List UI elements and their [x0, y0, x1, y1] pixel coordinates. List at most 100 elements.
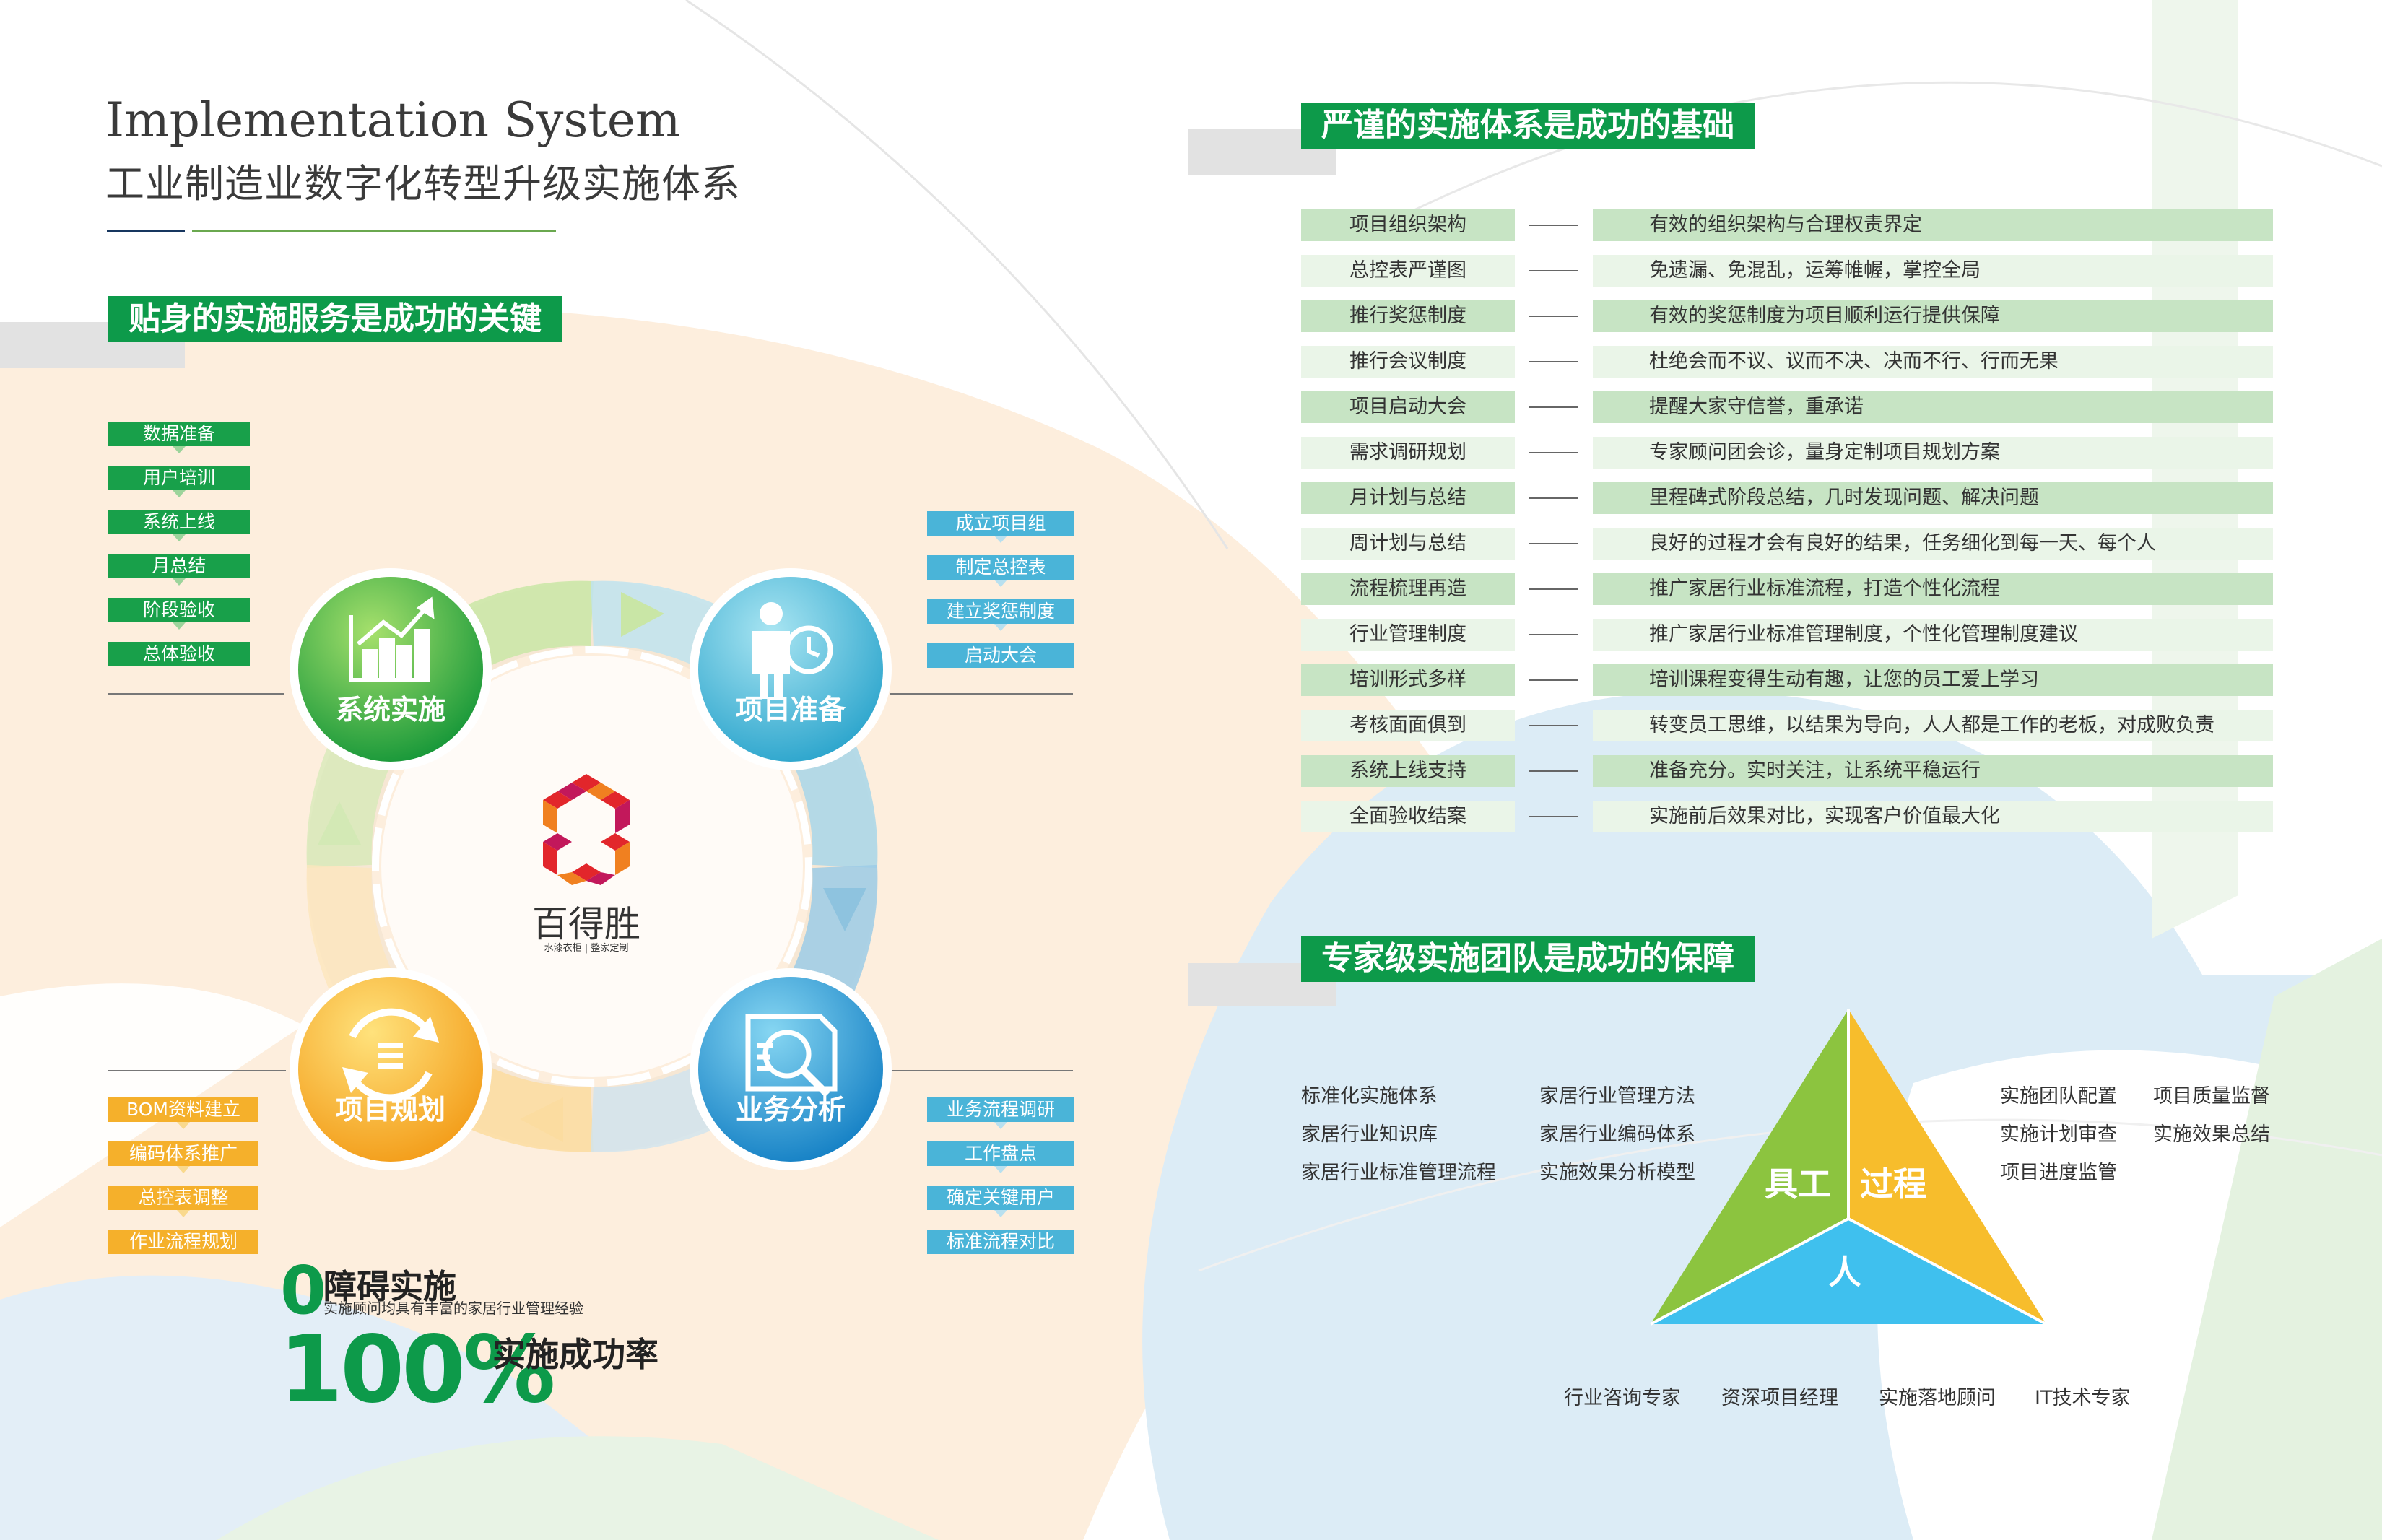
row-description: 杜绝会而不议、议而不决、决而不行、行而无果	[1593, 345, 2273, 378]
row-description: 实施前后效果对比，实现客户价值最大化	[1593, 800, 2273, 832]
table-row: 月计划与总结 里程碑式阶段总结，几时发现问题、解决问题	[1301, 475, 2273, 521]
node-prepare-label: 项目准备	[735, 694, 846, 726]
process-item: 实施团队配置	[2000, 1085, 2117, 1108]
tag-standard-compare: 标准流程对比	[927, 1230, 1074, 1254]
row-label: 全面验收结案	[1301, 800, 1515, 832]
row-description: 良好的过程才会有良好的结果，任务细化到每一天、每个人	[1593, 527, 2273, 560]
tool-item: 家居行业编码体系	[1539, 1123, 1695, 1146]
row-description: 里程碑式阶段总结，几时发现问题、解决问题	[1593, 482, 2273, 514]
row-label: 行业管理制度	[1301, 618, 1515, 651]
table-row: 推行奖惩制度 有效的奖惩制度为项目顺利运行提供保障	[1301, 293, 2273, 339]
blue-tag-list-bottom: 业务流程调研 工作盘点 确定关键用户 标准流程对比	[927, 1097, 1074, 1254]
row-description: 有效的组织架构与合理权责界定	[1593, 209, 2273, 241]
row-description: 推广家居行业标准流程，打造个性化流程	[1593, 573, 2273, 605]
row-connector	[1529, 224, 1578, 226]
refresh-icon	[342, 1008, 439, 1102]
table-row: 系统上线支持 准备充分。实时关注，让系统平稳运行	[1301, 748, 2273, 793]
tag-arrow	[177, 1122, 190, 1129]
table-row: 培训形式多样 培训课程变得生动有趣，让您的员工爱上学习	[1301, 657, 2273, 702]
row-description: 免遗漏、免混乱，运筹帷幄，掌控全局	[1593, 254, 2273, 287]
process-column-2: 项目质量监督 实施效果总结	[2153, 1080, 2270, 1157]
bar-chart-icon	[349, 596, 435, 682]
tag-arrow	[994, 536, 1007, 543]
brand-logo-name: 百得胜	[532, 903, 640, 945]
row-connector	[1529, 633, 1578, 635]
row-label: 项目组织架构	[1301, 209, 1515, 241]
row-connector	[1529, 815, 1578, 817]
stat-rate-number: 100%	[279, 1316, 555, 1424]
tag-process-research: 业务流程调研	[927, 1097, 1074, 1122]
divider-line	[108, 1070, 286, 1071]
process-item: 实施计划审查	[2000, 1123, 2117, 1146]
people-row: 行业咨询专家 资深项目经理 实施落地顾问 IT技术专家	[1564, 1382, 2136, 1410]
row-connector	[1529, 497, 1578, 499]
tag-arrow	[994, 1122, 1007, 1129]
process-item: 项目进度监管	[2000, 1162, 2117, 1184]
tag-workflow-plan: 作业流程规划	[108, 1230, 258, 1254]
people-item: IT技术专家	[2035, 1387, 2131, 1409]
table-row: 需求调研规划 专家顾问团会诊，量身定制项目规划方案	[1301, 430, 2273, 475]
row-description: 培训课程变得生动有趣，让您的员工爱上学习	[1593, 664, 2273, 696]
row-description: 有效的奖惩制度为项目顺利运行提供保障	[1593, 300, 2273, 332]
tag-work-inventory: 工作盘点	[927, 1141, 1074, 1166]
row-label: 培训形式多样	[1301, 664, 1515, 696]
title-chinese: 工业制造业数字化转型升级实施体系	[105, 161, 741, 206]
row-label: 周计划与总结	[1301, 527, 1515, 560]
stat-zero-subtitle: 实施顾问均具有丰富的家居行业管理经验	[323, 1300, 583, 1317]
row-connector	[1529, 269, 1578, 271]
tag-stage-acceptance: 阶段验收	[108, 598, 250, 622]
row-description: 推广家居行业标准管理制度，个性化管理制度建议	[1593, 618, 2273, 651]
banner-system-basis: 严谨的实施体系是成功的基础	[1301, 103, 1755, 149]
row-label: 项目启动大会	[1301, 391, 1515, 423]
process-item: 实施效果总结	[2153, 1123, 2270, 1146]
process-column-1: 实施团队配置 实施计划审查 项目进度监管	[2000, 1080, 2117, 1195]
banner-service-key: 贴身的实施服务是成功的关键	[108, 296, 562, 342]
tag-monthly-summary: 月总结	[108, 554, 250, 578]
table-row: 考核面面俱到 转变员工思维，以结果为导向，人人都是工作的老板，对成败负责	[1301, 702, 2273, 748]
banner-expert-team: 专家级实施团队是成功的保障	[1301, 936, 1755, 982]
blue-tag-list-top: 成立项目组 制定总控表 建立奖惩制度 启动大会	[927, 511, 1074, 668]
tool-item: 家居行业标准管理流程	[1301, 1162, 1496, 1184]
node-plan-circle	[290, 968, 492, 1170]
stat-zero-number: 0	[280, 1252, 327, 1329]
tag-arrow	[173, 446, 186, 453]
node-analysis-label: 业务分析	[735, 1094, 846, 1126]
people-item: 行业咨询专家	[1564, 1387, 1681, 1409]
row-label: 系统上线支持	[1301, 754, 1515, 787]
tool-item: 标准化实施体系	[1301, 1085, 1438, 1108]
tag-system-online: 系统上线	[108, 510, 250, 534]
tag-arrow	[994, 580, 1007, 587]
node-system-label: 系统实施	[335, 694, 445, 726]
node-system-circle	[290, 568, 492, 770]
tool-item: 家居行业知识库	[1301, 1123, 1438, 1146]
row-label: 流程梳理再造	[1301, 573, 1515, 605]
tag-arrow	[994, 624, 1007, 631]
row-connector	[1529, 679, 1578, 681]
tool-item: 实施效果分析模型	[1539, 1162, 1695, 1184]
yellow-tag-list: BOM资料建立 编码体系推广 总控表调整 作业流程规划	[108, 1097, 258, 1254]
divider-line	[890, 1070, 1073, 1071]
row-description: 准备充分。实时关注，让系统平稳运行	[1593, 754, 2273, 787]
brand-logo-tagline: 水漆衣柜 | 整家定制	[544, 943, 629, 954]
row-label: 月计划与总结	[1301, 482, 1515, 514]
tag-control-adjust: 总控表调整	[108, 1186, 258, 1210]
tag-key-users: 确定关键用户	[927, 1186, 1074, 1210]
triangle-diagram	[1650, 1009, 2047, 1326]
table-row: 项目启动大会 提醒大家守信誉，重承诺	[1301, 384, 2273, 430]
tag-user-training: 用户培训	[108, 466, 250, 490]
row-description: 转变员工思维，以结果为导向，人人都是工作的老板，对成败负责	[1593, 709, 2273, 741]
table-row: 总控表严谨图 免遗漏、免混乱，运筹帷幄，掌控全局	[1301, 248, 2273, 293]
tag-bom-setup: BOM资料建立	[108, 1097, 258, 1122]
table-row: 项目组织架构 有效的组织架构与合理权责界定	[1301, 202, 2273, 248]
node-plan-label: 项目规划	[335, 1094, 445, 1126]
tools-column-1: 标准化实施体系 家居行业知识库 家居行业标准管理流程	[1301, 1080, 1496, 1195]
row-connector	[1529, 406, 1578, 408]
triangle-label-people: 人	[1828, 1253, 1861, 1292]
row-description: 专家顾问团会诊，量身定制项目规划方案	[1593, 436, 2273, 469]
title-underline-green	[192, 230, 556, 232]
triangle-label-process: 过程	[1860, 1165, 1926, 1204]
row-label: 推行奖惩制度	[1301, 300, 1515, 332]
tag-kickoff-meeting: 启动大会	[927, 643, 1074, 668]
divider-line	[108, 693, 284, 695]
table-row: 全面验收结案 实施前后效果对比，实现客户价值最大化	[1301, 793, 2273, 839]
